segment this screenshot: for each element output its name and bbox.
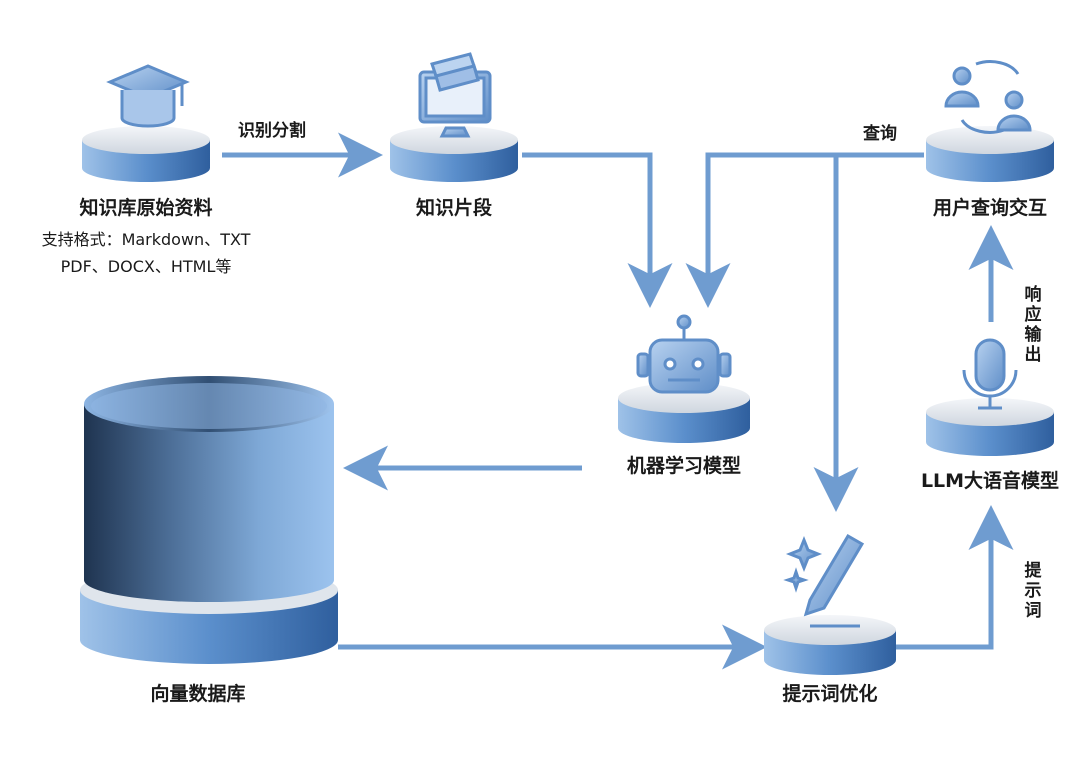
- edge-label-split: 识别分割: [238, 120, 306, 141]
- edge-chunks-to-ml: [522, 152, 673, 308]
- node-label-vector-db: 向量数据库: [150, 682, 245, 705]
- node-label-ml-model: 机器学习模型: [627, 454, 741, 477]
- platform-llm: [926, 398, 1054, 456]
- microphone-icon: [962, 338, 1018, 410]
- edge-query-to-ml: [685, 152, 924, 308]
- node-sub-kb-raw-2: PDF、DOCX、HTML等: [61, 257, 232, 276]
- sparkle-pen-icon: [783, 533, 865, 628]
- monitor-books-icon: [418, 52, 492, 138]
- connectors: [222, 132, 1014, 670]
- edge-label-response: 响应输出: [1025, 284, 1043, 365]
- database-cylinder: [80, 376, 338, 664]
- node-label-prompt-opt: 提示词优化: [782, 682, 877, 705]
- platform-ml-model: [618, 383, 750, 443]
- edge-label-prompt: 提示词: [1025, 561, 1043, 621]
- edge-label-response-text: 响应输出: [1025, 284, 1043, 365]
- node-label-llm: LLM大语音模型: [921, 469, 1059, 492]
- platform-kb-chunks: [390, 126, 518, 182]
- edge-label-prompt-text: 提示词: [1025, 561, 1043, 621]
- platform-kb-raw: [82, 126, 210, 182]
- edge-prompt-to-llm: [896, 505, 1014, 650]
- node-label-kb-raw: 知识库原始资料: [79, 196, 212, 219]
- graduation-cap-icon: [106, 64, 190, 128]
- users-exchange-icon: [944, 60, 1032, 134]
- edge-label-query: 查询: [862, 123, 897, 144]
- platform-prompt: [764, 615, 896, 675]
- platform-user-query: [926, 126, 1054, 182]
- node-sub-kb-raw-1: 支持格式：Markdown、TXT: [42, 230, 251, 249]
- robot-icon: [636, 314, 732, 394]
- node-label-user-query: 用户查询交互: [933, 196, 1047, 219]
- node-label-kb-chunks: 知识片段: [416, 196, 493, 219]
